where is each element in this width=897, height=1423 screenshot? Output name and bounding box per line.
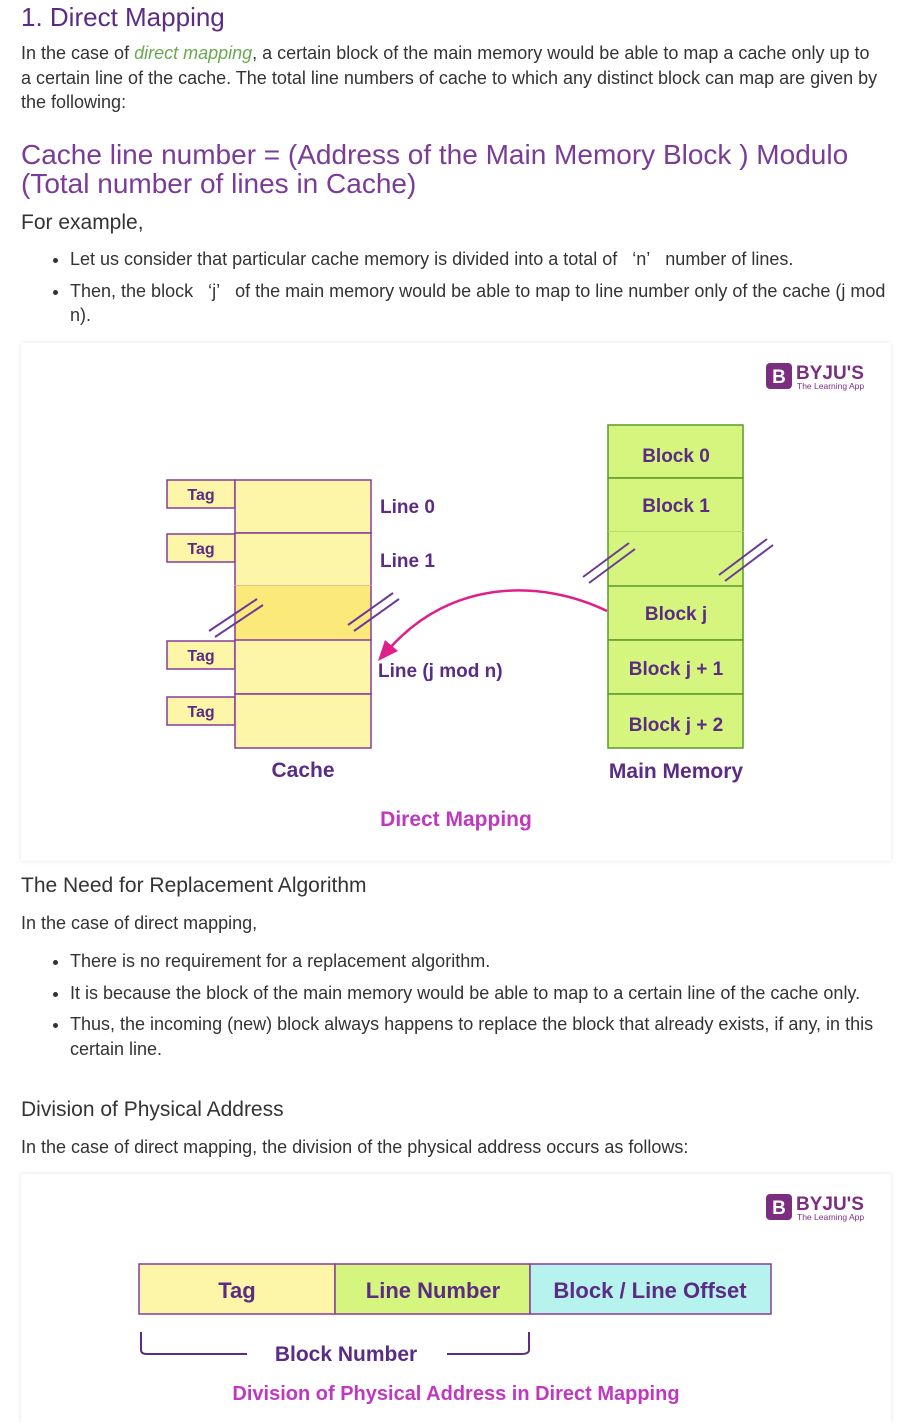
cache-line-row-j-mod-n (234, 639, 372, 695)
break-slash (208, 598, 258, 632)
memory-gap-row (607, 531, 744, 587)
break-slash (588, 548, 636, 584)
cache-tag-box (166, 640, 236, 670)
cache-tag-label: Tag (187, 648, 214, 665)
tag-field-label: Tag (218, 1278, 255, 1303)
byjus-logo: B BYJU'S The Learning App (766, 1194, 864, 1222)
cache-line-row (234, 693, 372, 749)
list-item: There is no requirement for a replacemen… (70, 949, 897, 974)
main-memory-label: Main Memory (609, 760, 744, 783)
byjus-logo-brand: BYJU'S (796, 1194, 864, 1215)
byjus-logo-letter: B (772, 1198, 786, 1219)
example-heading: For example, (21, 211, 144, 234)
tag-field-box (138, 1263, 336, 1315)
offset-field-box (529, 1263, 772, 1315)
intro-text-end: , a certain block of the main memory wou… (21, 43, 878, 112)
physical-address-figure: B BYJU'S The Learning App Tag Line Numbe… (21, 1174, 891, 1423)
memory-block-label: Block j (645, 604, 707, 625)
intro-text-start: In the case of (21, 43, 135, 63)
direct-mapping-intro: In the case of direct mapping, a certain… (21, 41, 881, 115)
direct-mapping-diagram: B BYJU'S The Learning App Tag Tag Tag Ta… (166, 363, 864, 831)
list-item: Let us consider that particular cache me… (70, 247, 897, 272)
memory-block-label: Block j + 2 (629, 715, 724, 736)
memory-block-row (607, 585, 744, 641)
memory-block-row (607, 424, 744, 479)
figure-caption: Direct Mapping (380, 808, 532, 831)
cache-line-row (234, 479, 372, 534)
memory-block-row (607, 639, 744, 695)
figure-caption: Division of Physical Address in Direct M… (232, 1383, 679, 1405)
byjus-logo-badge (766, 363, 792, 389)
cache-tag-label: Tag (187, 704, 214, 721)
list-item: Thus, the incoming (new) block always ha… (70, 1012, 897, 1061)
cache-tag-label: Tag (187, 487, 214, 504)
memory-block-row (607, 477, 744, 533)
cache-label: Cache (271, 759, 334, 782)
address-fields: Tag Line Number Block / Line Offset (138, 1263, 772, 1315)
byjus-logo-tagline: The Learning App (797, 1212, 864, 1222)
cache-tag-label: Tag (187, 541, 214, 558)
cache-tag-box (166, 533, 236, 563)
main-memory-column (582, 424, 774, 749)
direct-mapping-link[interactable]: direct mapping (134, 43, 253, 63)
replacement-list: There is no requirement for a replacemen… (50, 949, 897, 1068)
section-heading-direct-mapping: 1. Direct Mapping (21, 2, 225, 32)
cache-tags: Tag Tag Tag Tag (166, 479, 236, 726)
block-number-label: Block Number (275, 1343, 417, 1366)
cache-tag-box (166, 479, 236, 509)
break-slash (347, 592, 394, 626)
list-item: It is because the block of the main memo… (70, 981, 897, 1006)
byjus-logo-brand: BYJU'S (796, 363, 864, 384)
list-item: Then, the block ‘j’ of the main memory w… (70, 279, 897, 328)
physical-address-heading: Division of Physical Address (21, 1098, 284, 1121)
memory-block-label: Block 1 (642, 496, 710, 517)
replacement-intro: In the case of direct mapping, (21, 913, 258, 933)
cache-line-label: Line 0 (380, 497, 435, 518)
replacement-algorithm-heading: The Need for Replacement Algorithm (21, 874, 367, 897)
break-slash (353, 598, 400, 632)
physical-address-diagram: B BYJU'S The Learning App Tag Line Numbe… (138, 1194, 864, 1405)
byjus-logo-badge (766, 1194, 792, 1220)
offset-field-label: Block / Line Offset (553, 1278, 747, 1303)
cache-line-row (234, 532, 372, 587)
memory-block-row (607, 693, 744, 749)
cache-line-label: Line (j mod n) (378, 661, 503, 682)
break-slash (724, 544, 774, 582)
block-number-brace: Block Number (140, 1332, 530, 1366)
memory-block-label: Block 0 (642, 446, 710, 467)
memory-block-label: Block j + 1 (629, 659, 724, 680)
break-slash (582, 542, 630, 578)
cache-gap-row (234, 585, 372, 641)
physical-address-intro: In the case of direct mapping, the divis… (21, 1137, 689, 1157)
break-slash (214, 604, 264, 638)
cache-column (208, 479, 400, 749)
example-list: Let us consider that particular cache me… (50, 247, 897, 335)
byjus-logo: B BYJU'S The Learning App (766, 363, 864, 391)
byjus-logo-tagline: The Learning App (797, 381, 864, 391)
cache-line-label: Line 1 (380, 551, 435, 572)
byjus-logo-letter: B (772, 367, 786, 388)
line-number-field-box (334, 1263, 531, 1315)
mapping-arrow (378, 589, 608, 661)
break-slash (718, 538, 768, 576)
direct-mapping-figure: B BYJU'S The Learning App Tag Tag Tag Ta… (21, 343, 891, 861)
line-number-field-label: Line Number (366, 1278, 501, 1303)
cache-line-formula: Cache line number = (Address of the Main… (21, 139, 849, 199)
